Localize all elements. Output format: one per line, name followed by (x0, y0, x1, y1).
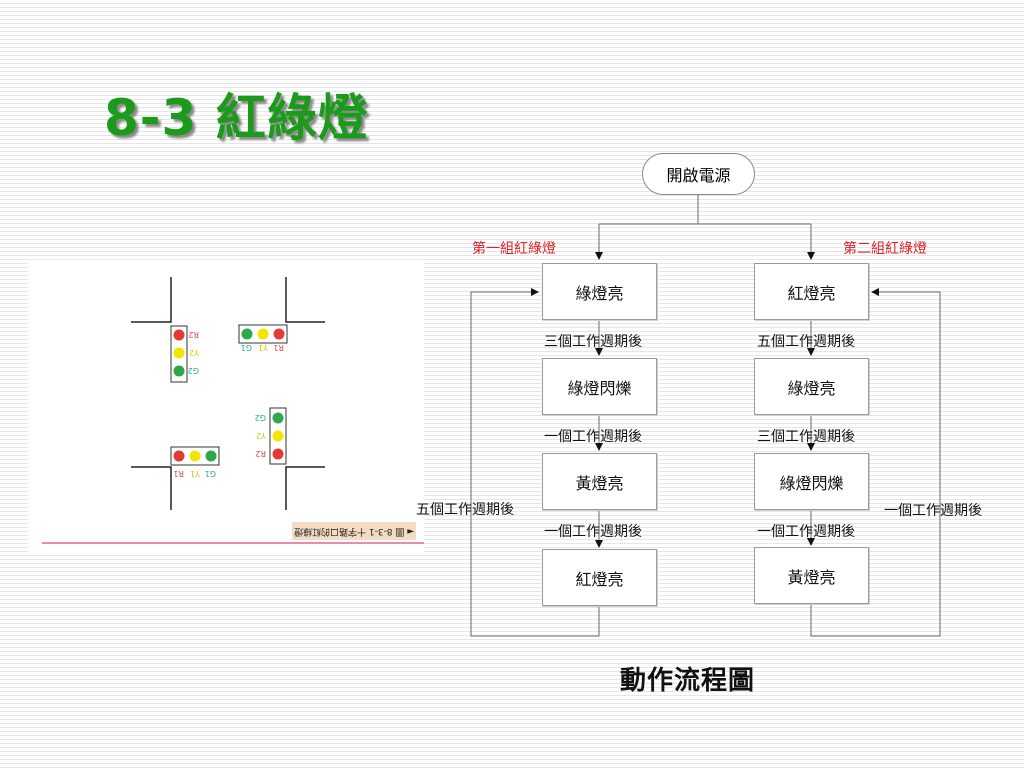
yellow-light (272, 430, 284, 442)
figure-caption-text: ◄ 圖 8-3-1 十字路口的紅綠燈 (294, 526, 415, 536)
left-step-2: 綠燈閃爍 (542, 358, 657, 415)
light-label: G1 (241, 343, 252, 352)
left-transition-3: 一個工作週期後 (544, 524, 642, 540)
slide-title: 8-3 紅綠燈 (104, 89, 369, 147)
right-step-4: 黃燈亮 (754, 547, 869, 604)
road-corner-top-left (131, 277, 172, 323)
group2-label: 第二組紅綠燈 (843, 241, 927, 257)
red-light (273, 328, 285, 340)
green-light (205, 450, 217, 462)
yellow-light (189, 450, 201, 462)
right-transition-3: 一個工作週期後 (757, 524, 855, 540)
traffic-light-top-right: G1 Y1 R1 (238, 324, 288, 352)
right-transition-2: 三個工作週期後 (757, 429, 855, 445)
flow-start-power-on: 開啟電源 (642, 153, 755, 195)
road-corner-bottom-left (131, 466, 172, 510)
right-step-3: 綠燈閃爍 (754, 453, 869, 510)
red-light (173, 329, 185, 341)
light-label: Y2 (256, 431, 267, 440)
road-corner-bottom-right (285, 466, 325, 510)
right-step-1: 紅燈亮 (754, 263, 869, 320)
green-light (272, 412, 284, 424)
light-label: Y1 (258, 343, 269, 352)
figure-caption: ◄ 圖 8-3-1 十字路口的紅綠燈 (292, 522, 416, 540)
light-label: G2 (255, 413, 266, 422)
crossroad-diagram: R2 Y2 G2 G1 Y1 R1 G2 Y2 R2 (42, 277, 424, 544)
green-light (241, 328, 253, 340)
light-label: R1 (173, 469, 184, 478)
light-label: Y1 (190, 469, 201, 478)
traffic-light-bottom-left: R1 Y1 G1 (170, 446, 220, 478)
flowchart-caption: 動作流程圖 (620, 666, 756, 696)
red-light (272, 448, 284, 460)
yellow-light (173, 347, 185, 359)
left-loop-label: 五個工作週期後 (416, 502, 514, 518)
road-lines (131, 277, 325, 510)
traffic-light-bottom-right: G2 Y2 R2 (255, 407, 287, 465)
light-label: G1 (205, 469, 216, 478)
right-step-2: 綠燈亮 (754, 358, 869, 415)
yellow-light (257, 328, 269, 340)
light-label: R2 (255, 449, 266, 458)
crossroad-illustration: R2 Y2 G2 G1 Y1 R1 G2 Y2 R2 (28, 262, 424, 552)
left-step-1: 綠燈亮 (542, 263, 657, 320)
red-light (173, 450, 185, 462)
traffic-light-top-left: R2 Y2 G2 (170, 325, 200, 383)
light-label: R1 (273, 343, 284, 352)
right-transition-1: 五個工作週期後 (757, 334, 855, 350)
light-label: G2 (188, 366, 199, 375)
light-label: R2 (188, 330, 199, 339)
group1-label: 第一組紅綠燈 (472, 241, 556, 257)
road-corner-top-right (285, 277, 325, 323)
left-step-3: 黃燈亮 (542, 453, 657, 510)
left-transition-2: 一個工作週期後 (544, 429, 642, 445)
right-loop-label: 一個工作週期後 (884, 503, 982, 519)
green-light (173, 365, 185, 377)
left-step-4: 紅燈亮 (542, 549, 657, 606)
left-transition-1: 三個工作週期後 (544, 334, 642, 350)
light-label: Y2 (189, 348, 200, 357)
